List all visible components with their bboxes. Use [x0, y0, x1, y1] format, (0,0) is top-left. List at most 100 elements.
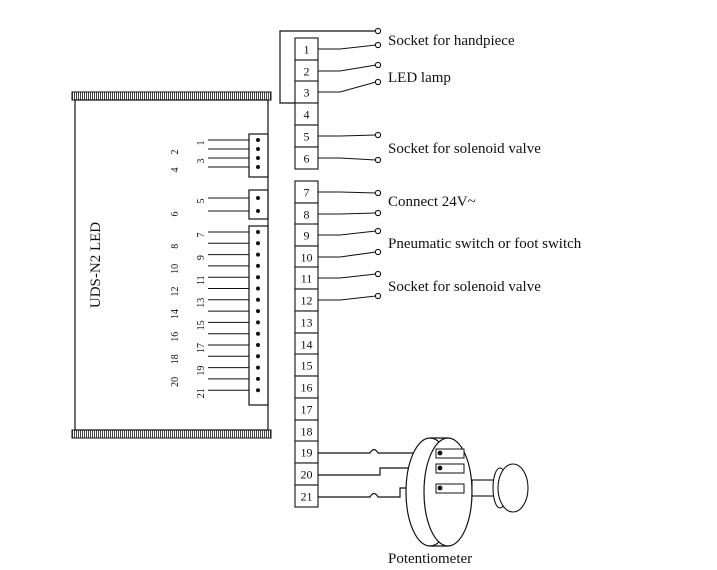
output-wire — [318, 157, 377, 161]
pin-number: 9 — [196, 255, 207, 260]
wire-terminal — [374, 189, 382, 197]
label-solenoid-1: Socket for solenoid valve — [388, 141, 541, 157]
terminal-number: 12 — [301, 294, 313, 308]
terminal: 13 — [294, 310, 319, 334]
pot-lug-2 — [435, 463, 465, 474]
terminal-number: 21 — [301, 490, 313, 504]
pin-number: 4 — [170, 168, 181, 173]
pin-number: 12 — [170, 287, 181, 297]
label-potentiometer: Potentiometer — [388, 551, 472, 567]
pin-number: 13 — [196, 298, 207, 308]
terminal: 1 — [294, 37, 319, 61]
pin-dot — [256, 376, 260, 381]
pot-lug-1 — [435, 448, 465, 459]
terminal: 3 — [294, 80, 319, 104]
pin-number: 1 — [196, 141, 207, 146]
terminal: 4 — [294, 102, 319, 126]
wire-terminal — [374, 248, 382, 256]
pin-dot — [256, 196, 260, 200]
connector-c — [248, 225, 269, 406]
wire-terminal — [374, 270, 382, 278]
terminal-number: 15 — [301, 359, 313, 373]
connector-b — [248, 189, 269, 220]
pin-dot — [256, 275, 260, 280]
pin-number: 15 — [196, 320, 207, 330]
output-labels: Socket for handpiece LED lamp Socket for… — [388, 33, 582, 295]
label-solenoid-2: Socket for solenoid valve — [388, 279, 541, 295]
label-led-lamp: LED lamp — [388, 70, 451, 86]
wire-terminal — [374, 227, 382, 235]
potentiometer: Potentiometer — [318, 437, 529, 567]
board-bottom-edge — [71, 429, 272, 439]
output-wires — [318, 27, 382, 301]
terminal-number: 1 — [304, 43, 310, 57]
pin-number: 14 — [170, 309, 181, 319]
terminal-number: 17 — [301, 403, 313, 417]
pin-number: 2 — [170, 150, 181, 155]
label-pneumatic: Pneumatic switch or foot switch — [388, 236, 582, 252]
pin-dot — [256, 209, 260, 213]
wire-terminal — [374, 27, 382, 35]
terminal: 2 — [294, 59, 319, 83]
connector-housing — [248, 133, 269, 178]
pot-lug-hole — [437, 465, 443, 471]
terminal-number: 2 — [304, 65, 310, 79]
terminal: 19 — [294, 440, 319, 464]
terminal: 7 — [294, 180, 319, 204]
output-wire — [318, 44, 377, 50]
terminal: 6 — [294, 146, 319, 170]
terminal: 16 — [294, 375, 319, 399]
pin-number: 17 — [196, 343, 207, 353]
wire-terminal — [374, 209, 382, 217]
terminal: 21 — [294, 484, 319, 508]
pin-dot — [256, 297, 260, 302]
output-wire — [318, 295, 377, 301]
controller-label: UDS-N2 LED — [88, 222, 104, 308]
pin-number: 16 — [170, 332, 181, 342]
terminal-number: 18 — [301, 425, 313, 439]
terminal-number: 19 — [301, 446, 313, 460]
wire-terminal-19 — [318, 448, 437, 454]
pin-number: 8 — [170, 244, 181, 249]
output-wire — [318, 134, 377, 137]
board-top-edge — [71, 91, 272, 101]
wire-terminal — [374, 156, 382, 164]
terminal: 15 — [294, 353, 319, 377]
pot-lug-3 — [435, 483, 465, 494]
terminal-number: 9 — [304, 229, 310, 243]
terminal-number: 13 — [301, 316, 313, 330]
wire-terminal — [374, 78, 382, 86]
output-wire — [318, 64, 377, 72]
terminal-number: 11 — [301, 272, 313, 286]
pin-dot — [256, 156, 260, 160]
pin-dot — [256, 320, 260, 325]
terminal-number: 4 — [304, 108, 310, 122]
label-connect-24v: Connect 24V~ — [388, 194, 476, 210]
loop-wire — [279, 30, 376, 104]
pin-number: 18 — [170, 354, 181, 364]
pin-dot — [256, 241, 260, 246]
pin-dot — [256, 230, 260, 234]
pin-dot — [256, 286, 260, 291]
pin-number: 19 — [196, 366, 207, 376]
output-wire — [318, 212, 377, 215]
pin-number: 20 — [170, 377, 181, 387]
terminal-number: 3 — [304, 86, 310, 100]
terminal: 17 — [294, 397, 319, 421]
terminal: 9 — [294, 223, 319, 247]
terminal-number: 5 — [304, 130, 310, 144]
pot-lug-hole — [437, 450, 443, 456]
connector-a — [248, 133, 269, 178]
terminal: 8 — [294, 202, 319, 226]
terminal-box — [294, 484, 319, 508]
pin-dot — [256, 147, 260, 151]
terminal: 10 — [294, 245, 319, 269]
label-handpiece: Socket for handpiece — [388, 33, 515, 49]
output-wire — [318, 191, 377, 194]
wire-terminal — [374, 61, 382, 69]
terminal: 14 — [294, 332, 319, 356]
wire-terminal — [374, 292, 382, 300]
pin-dot — [256, 252, 260, 257]
